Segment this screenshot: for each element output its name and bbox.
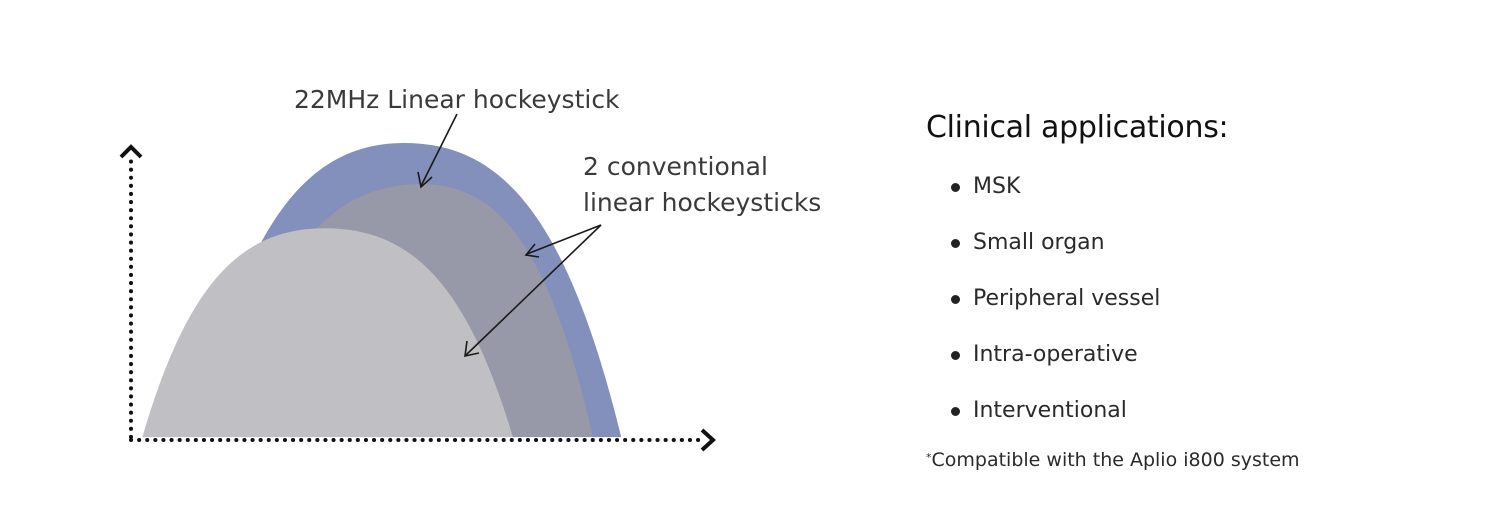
list-item: MSK [926,159,1300,215]
x-axis-arrow-icon [700,428,716,452]
arrow-conventional-b [465,224,602,356]
bullet-icon [951,351,960,360]
note-text: Compatible with the Aplio i800 system [931,449,1300,471]
panel-heading: Clinical applications: [926,110,1229,145]
bullet-icon [951,239,960,248]
compatibility-note: *Compatible with the Aplio i800 system [926,449,1300,471]
list-item: Peripheral vessel [926,271,1300,327]
curves-group [142,143,622,437]
arrow-conventional-a-head-icon [524,243,540,258]
list-item-label: Peripheral vessel [973,286,1161,311]
y-axis-arrow-icon [119,144,143,159]
arrow-22mhz [420,113,458,187]
note-marker: * [926,451,932,464]
arrow-conventional-a [526,224,602,255]
clinical-applications-panel: Clinical applications: MSK Small organ P… [926,110,1300,471]
curve-conventional-2 [142,228,513,437]
bullet-icon [951,407,960,416]
list-item-label: MSK [973,174,1021,199]
bullet-icon [951,183,960,192]
bullet-icon [951,295,960,304]
label-22mhz: 22MHz Linear hockeystick [294,85,620,114]
list-item: Interventional [926,383,1300,439]
list-item: Small organ [926,215,1300,271]
list-item-label: Intra-operative [973,342,1138,367]
list-item: Intra-operative [926,327,1300,383]
arrow-conventional-b-head-icon [464,340,480,358]
applications-list: MSK Small organ Peripheral vessel Intra-… [926,159,1300,439]
arrow-22mhz-head-icon [417,171,433,189]
annotation-arrows [417,113,602,358]
label-conventional-line1: 2 conventional [583,152,768,181]
list-item-label: Small organ [973,230,1105,255]
list-item-label: Interventional [973,398,1127,423]
label-conventional-line2: linear hockeysticks [583,188,821,217]
